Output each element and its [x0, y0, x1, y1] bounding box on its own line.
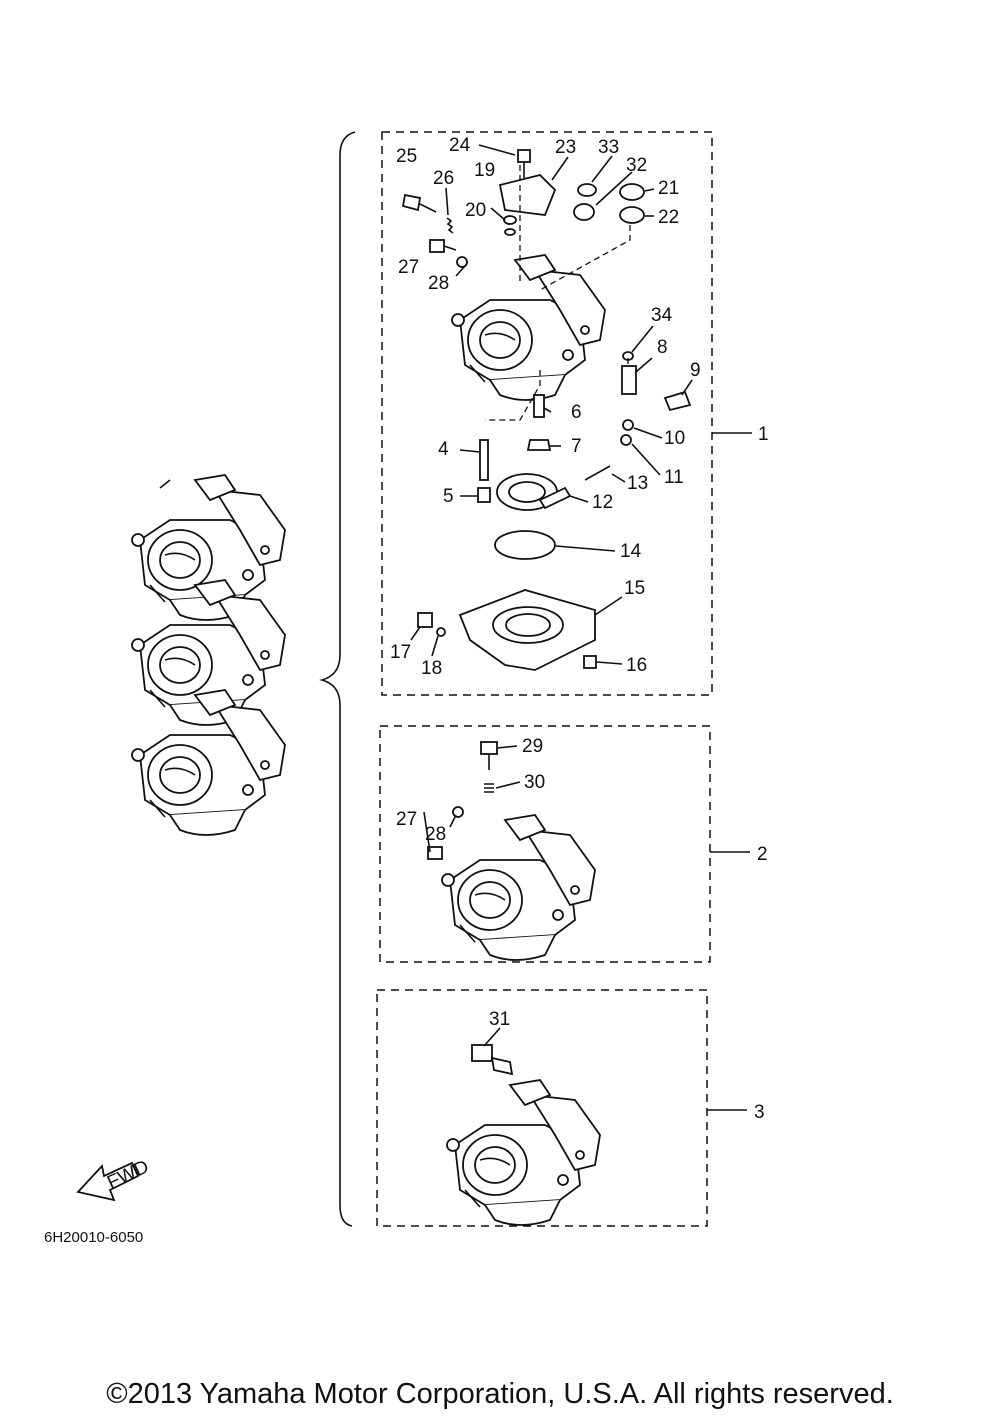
callout-27: 27 [398, 257, 419, 278]
callout-3: 3 [754, 1102, 765, 1123]
callout-21: 21 [658, 178, 679, 199]
callout-16: 16 [626, 655, 647, 676]
callout-24: 24 [449, 135, 471, 156]
callout-26: 26 [433, 168, 454, 189]
callout-18: 18 [421, 658, 442, 679]
callout-20: 20 [465, 200, 486, 221]
fwd-arrow-icon: FWD [76, 1156, 152, 1202]
callout-leaders [410, 144, 693, 1047]
callout-34: 34 [651, 305, 673, 326]
callout-23: 23 [555, 137, 576, 158]
callout-2: 2 [757, 844, 768, 865]
callout-28-b: 28 [425, 824, 446, 845]
callout-32: 32 [626, 155, 647, 176]
callout-1: 1 [758, 424, 769, 445]
callout-30: 30 [524, 772, 545, 793]
callout-28: 28 [428, 273, 449, 294]
copyright-notice: ©2013 Yamaha Motor Corporation, U.S.A. A… [106, 1378, 894, 1410]
carb-exploded-1 [401, 149, 692, 671]
drawing-code: 6H20010-6050 [44, 1229, 144, 1246]
callout-10: 10 [664, 428, 685, 449]
callout-14: 14 [620, 541, 642, 562]
assembly-box-2 [379, 725, 711, 963]
callout-labels: 1 2 3 4 5 6 7 8 9 10 11 12 13 14 15 16 1… [390, 135, 769, 1123]
callout-19: 19 [474, 160, 495, 181]
callout-7: 7 [571, 436, 582, 457]
callout-4: 4 [438, 439, 449, 460]
callout-15: 15 [624, 578, 645, 599]
fwd-label: FWD [104, 1156, 152, 1193]
callout-12: 12 [592, 492, 613, 513]
callout-9: 9 [690, 360, 701, 381]
callout-17: 17 [390, 642, 411, 663]
callout-11: 11 [664, 467, 684, 488]
callout-31: 31 [489, 1009, 510, 1030]
callout-27-b: 27 [396, 809, 417, 830]
group-bracket [319, 131, 356, 1227]
callout-8: 8 [657, 337, 668, 358]
callout-22: 22 [658, 207, 679, 228]
callout-6: 6 [571, 402, 582, 423]
callout-33: 33 [598, 137, 619, 158]
carb-exploded-3 [446, 1044, 601, 1226]
callout-13: 13 [627, 473, 648, 494]
callout-25: 25 [396, 146, 417, 167]
carb-stack-illustration [131, 474, 286, 836]
assembly-box-1 [381, 131, 713, 696]
carb-exploded-2 [427, 741, 596, 961]
assembly-box-3 [376, 989, 708, 1227]
callout-29: 29 [522, 736, 543, 757]
callout-5: 5 [443, 486, 454, 507]
